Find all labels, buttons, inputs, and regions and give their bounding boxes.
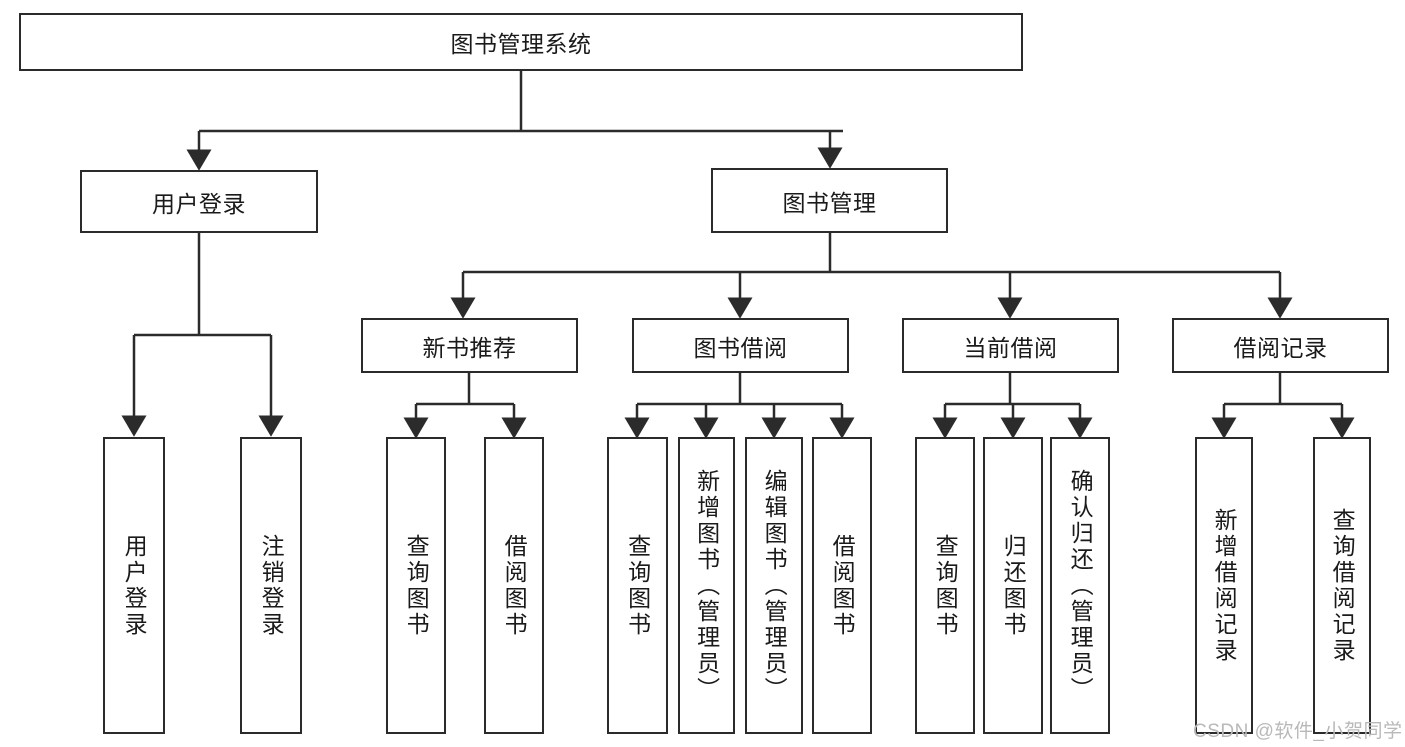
leaf-user-login[interactable]: 用户登录 (103, 437, 165, 734)
node-user-login[interactable]: 用户登录 (80, 170, 318, 233)
node-new-book-recommend[interactable]: 新书推荐 (361, 318, 578, 373)
node-root[interactable]: 图书管理系统 (19, 13, 1023, 71)
leaf-label: 归还图书 (1000, 533, 1027, 638)
leaf-label: 查询图书 (624, 533, 651, 638)
leaf-label: 确认归还（管理员） (1067, 468, 1094, 703)
node-new-book-recommend-label: 新书推荐 (422, 334, 517, 361)
leaf-query-book-current[interactable]: 查询图书 (915, 437, 975, 734)
leaf-borrow-book[interactable]: 借阅图书 (812, 437, 872, 734)
node-book-management[interactable]: 图书管理 (711, 168, 948, 233)
leaf-confirm-return-admin[interactable]: 确认归还（管理员） (1050, 437, 1110, 734)
leaf-label: 新增图书（管理员） (693, 468, 720, 703)
node-borrow-record[interactable]: 借阅记录 (1172, 318, 1389, 373)
leaf-label: 查询图书 (932, 533, 959, 638)
leaf-label: 新增借阅记录 (1211, 507, 1238, 664)
node-user-login-label: 用户登录 (152, 190, 246, 217)
leaf-edit-book-admin[interactable]: 编辑图书（管理员） (745, 437, 803, 734)
leaf-label: 用户登录 (121, 533, 148, 638)
leaf-label: 编辑图书（管理员） (761, 468, 788, 703)
node-book-management-label: 图书管理 (782, 189, 877, 216)
node-book-borrow-label: 图书借阅 (693, 334, 788, 361)
leaf-label: 查询图书 (403, 533, 430, 638)
leaf-add-book-admin[interactable]: 新增图书（管理员） (678, 437, 735, 734)
leaf-query-book-borrow[interactable]: 查询图书 (607, 437, 668, 734)
node-root-label: 图书管理系统 (450, 31, 592, 57)
node-current-borrow[interactable]: 当前借阅 (902, 318, 1119, 373)
leaf-query-borrow-record[interactable]: 查询借阅记录 (1313, 437, 1371, 734)
leaf-label: 借阅图书 (501, 533, 528, 638)
node-book-borrow[interactable]: 图书借阅 (632, 318, 849, 373)
leaf-logout-login[interactable]: 注销登录 (240, 437, 302, 734)
leaf-return-book[interactable]: 归还图书 (983, 437, 1043, 734)
leaf-label: 查询借阅记录 (1329, 507, 1356, 664)
watermark: CSDN @软件_小贺同学 (1193, 721, 1403, 742)
leaf-label: 注销登录 (258, 533, 285, 638)
node-borrow-record-label: 借阅记录 (1233, 334, 1328, 361)
leaf-label: 借阅图书 (829, 533, 856, 638)
leaf-query-book-newbook[interactable]: 查询图书 (386, 437, 446, 734)
leaf-borrow-book-newbook[interactable]: 借阅图书 (484, 437, 544, 734)
leaf-add-borrow-record[interactable]: 新增借阅记录 (1195, 437, 1253, 734)
node-current-borrow-label: 当前借阅 (963, 334, 1058, 361)
